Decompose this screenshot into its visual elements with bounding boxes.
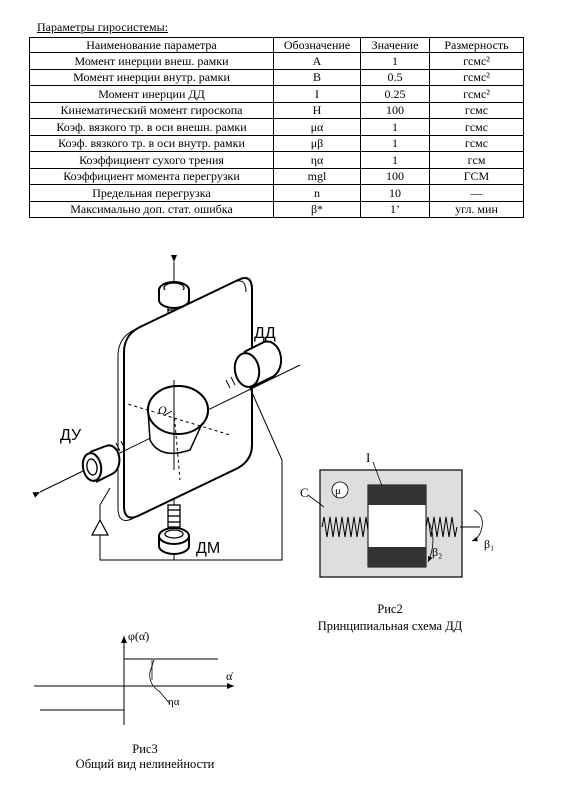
- axis-y-label: φ(α̇): [128, 629, 149, 643]
- param-unit: гсмс: [429, 101, 524, 119]
- param-unit: —: [429, 184, 524, 202]
- dm-motor-icon: [158, 527, 190, 555]
- figure1-gyroscope: [32, 255, 301, 561]
- param-name: Коэффициент сухого трения: [29, 151, 274, 169]
- header-name: Наименование параметра: [29, 37, 274, 53]
- left-spring-icon: [321, 516, 372, 538]
- header-unit: Размерность: [429, 37, 524, 53]
- rotor-top-block: [368, 485, 426, 505]
- parameters-table: Наименование параметра Обозначение Значе…: [29, 37, 524, 218]
- label-c: C: [300, 485, 309, 500]
- header-value: Значение: [360, 37, 430, 53]
- label-o: O: [158, 403, 167, 417]
- param-unit: ГСМ: [429, 167, 524, 185]
- label-i: I: [366, 450, 370, 465]
- figure2-caption-title: Рис2: [377, 602, 403, 616]
- param-name: Момент инерции внутр. рамки: [29, 68, 274, 86]
- figure3-caption-title: Рис3: [132, 742, 158, 756]
- param-symbol: β*: [273, 200, 361, 218]
- label-eta: ηα: [168, 696, 180, 708]
- amplifier-icon: [91, 518, 109, 536]
- rotor-bottom-block: [368, 547, 426, 567]
- label-mu: μ: [335, 485, 341, 497]
- figure2-caption-text: Принципиальная схема ДД: [317, 619, 463, 633]
- param-name: Максимально доп. стат. ошибка: [29, 200, 274, 218]
- right-spring-icon: [425, 516, 458, 538]
- figure2-dd-schematic: [307, 461, 483, 578]
- label-du: ДУ: [60, 427, 82, 444]
- table-header-row: Наименование параметра Обозначение Значе…: [29, 37, 524, 53]
- figure3-nonlinearity-plot: [34, 636, 234, 725]
- param-unit: угл. мин: [429, 200, 524, 218]
- param-name: Момент инерции ДД: [29, 85, 274, 103]
- param-value: 100: [360, 101, 430, 119]
- param-name: Коэф. вязкого тр. в оси внешн. рамки: [29, 118, 274, 136]
- param-name: Кинематический момент гироскопа: [29, 101, 274, 119]
- param-unit: гсмс²: [429, 68, 524, 86]
- param-value: 0.25: [360, 85, 430, 103]
- label-beta2: β₂: [432, 545, 442, 559]
- label-dd: ДД: [254, 325, 276, 342]
- dd-sensor-icon: [233, 340, 283, 389]
- param-unit: гсмс: [429, 118, 524, 136]
- figure3-caption-text: Общий вид нелинейности: [75, 757, 215, 771]
- label-beta1: β₁: [484, 537, 494, 551]
- label-dm: ДМ: [196, 540, 220, 557]
- axis-x-label: α̇: [226, 669, 233, 683]
- section-title: Параметры гиросистемы:: [37, 20, 168, 34]
- header-symbol: Обозначение: [273, 37, 361, 53]
- du-sensor-icon: [81, 444, 121, 483]
- damper-mu-icon: [331, 481, 349, 499]
- param-unit: гсмс²: [429, 85, 524, 103]
